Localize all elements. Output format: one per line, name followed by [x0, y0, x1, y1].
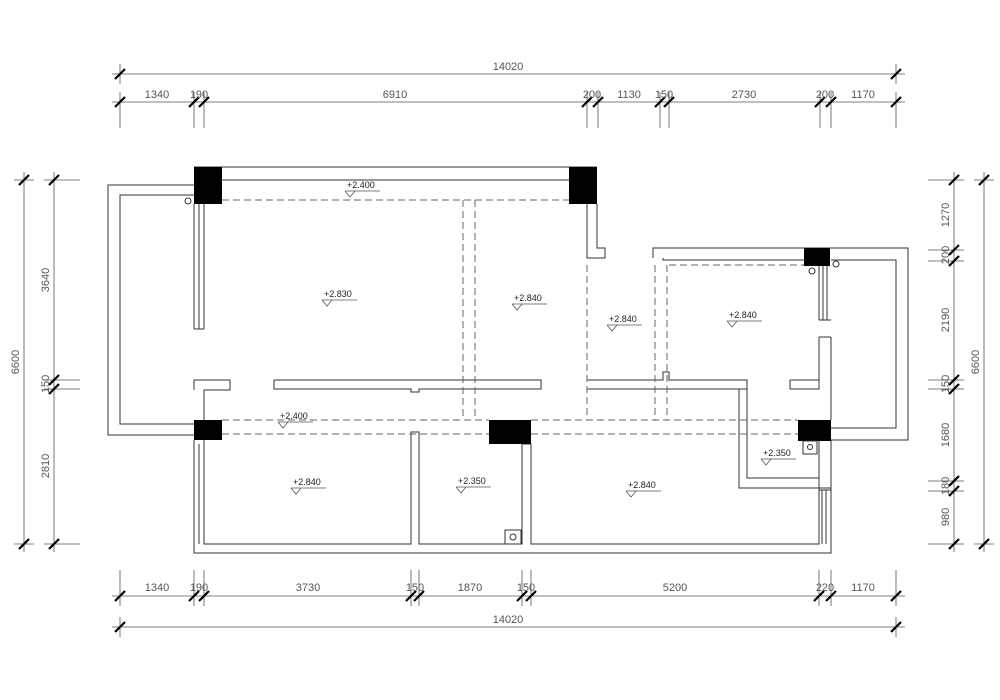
- walls: [107, 166, 909, 554]
- bottom-dim-5: 150: [517, 582, 535, 594]
- top-dim-4: 1130: [617, 89, 641, 101]
- top-dim-7: 200: [816, 89, 834, 101]
- svg-text:+2.840: +2.840: [729, 310, 757, 320]
- bottom-total-dimension: 14020: [493, 614, 524, 626]
- elevation-marker-bedroom-ne: +2.840: [726, 310, 762, 328]
- top-dim-0: 1340: [145, 89, 169, 101]
- svg-text:+2.840: +2.840: [514, 293, 542, 303]
- elevation-marker-bathroom: +2.350: [455, 476, 491, 494]
- bottom-dim-4: 1870: [458, 582, 482, 594]
- left-dim-1: 150: [40, 375, 52, 393]
- bottom-dim-6: 5200: [663, 582, 687, 594]
- structural-columns: [194, 167, 831, 444]
- svg-text:+2.350: +2.350: [763, 448, 791, 458]
- column-e: [798, 420, 831, 441]
- top-total-dimension: 14020: [493, 61, 524, 73]
- column-center: [489, 420, 531, 444]
- bottom-dimension-chain: 1340 190 3730 150 1870 150 5200 220 1170…: [112, 570, 905, 637]
- pipe-icon: [832, 260, 840, 268]
- right-dim-0: 1270: [940, 203, 952, 227]
- left-dimension-chain: 6600 3640 150 2810: [10, 172, 80, 552]
- bottom-dim-1: 190: [190, 582, 208, 594]
- left-dim-2: 2810: [40, 454, 52, 478]
- svg-text:+2.400: +2.400: [280, 411, 308, 421]
- elevation-marker-bedroom-sw: +2.840: [290, 477, 326, 495]
- top-dim-3: 200: [583, 89, 601, 101]
- column-n: [569, 167, 597, 204]
- bottom-dim-2: 3730: [296, 582, 320, 594]
- column-nw: [194, 167, 222, 204]
- right-dim-5: 180: [940, 477, 952, 495]
- svg-text:+2.400: +2.400: [347, 180, 375, 190]
- svg-text:+2.840: +2.840: [628, 480, 656, 490]
- bottom-dim-7: 220: [816, 582, 834, 594]
- bottom-dim-0: 1340: [145, 582, 169, 594]
- shaft-icon: [504, 529, 522, 545]
- pipe-icon: [808, 267, 816, 275]
- column-w: [194, 420, 222, 440]
- bottom-dim-3: 150: [406, 582, 424, 594]
- svg-text:+2.840: +2.840: [293, 477, 321, 487]
- right-dim-6: 980: [940, 508, 952, 526]
- elevation-marker-beam-mid: +2.400: [277, 411, 313, 429]
- right-total-dimension: 6600: [970, 350, 982, 374]
- right-dimension-chain: 1270 200 2190 150 1680 180 980 6600: [928, 172, 994, 552]
- top-dim-8: 1170: [851, 89, 875, 101]
- svg-text:+2.840: +2.840: [609, 314, 637, 324]
- right-dim-1: 200: [940, 246, 952, 264]
- elevation-marker-bathroom-ne: +2.350: [760, 448, 796, 466]
- elevation-marker-beam-top: +2.400: [344, 180, 380, 198]
- right-dim-4: 1680: [940, 423, 952, 447]
- top-dim-1: 190: [190, 89, 208, 101]
- left-dim-0: 3640: [40, 268, 52, 292]
- pipe-icon: [184, 197, 192, 205]
- svg-text:+2.350: +2.350: [458, 476, 486, 486]
- left-total-dimension: 6600: [10, 350, 22, 374]
- beam-lines: [222, 199, 804, 435]
- right-dim-2: 2190: [940, 308, 952, 332]
- elevation-marker-dining: +2.840: [511, 293, 547, 311]
- fixtures: [184, 197, 840, 545]
- top-dim-5: 150: [655, 89, 673, 101]
- shaft-icon: [802, 440, 818, 455]
- top-dimension-chain: 14020 1340 190 6910 200: [112, 61, 905, 128]
- svg-text:+2.830: +2.830: [324, 289, 352, 299]
- bottom-dim-8: 1170: [851, 582, 875, 594]
- elevation-marker-bedroom-se: +2.840: [625, 480, 661, 498]
- column-ne: [804, 248, 830, 266]
- elevation-marker-corridor: +2.840: [606, 314, 642, 332]
- right-dim-3: 150: [940, 375, 952, 393]
- elevation-marker-living-room: +2.830: [321, 289, 357, 307]
- top-dim-2: 6910: [383, 89, 407, 101]
- top-dim-6: 2730: [732, 89, 756, 101]
